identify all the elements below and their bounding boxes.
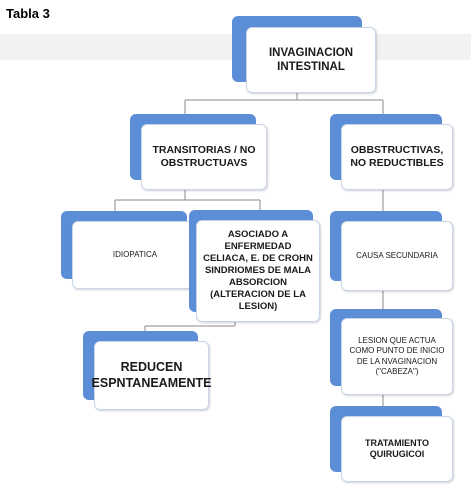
connector-root-children (184, 92, 384, 117)
tratamiento-node: TRATAMIENTO QUIRUGICOI (341, 416, 453, 482)
reducen-node: REDUCEN ESPNTANEAMENTE (92, 341, 211, 410)
causa-node: CAUSA SECUNDARIA (341, 221, 453, 291)
table-label: Tabla 3 (6, 6, 50, 21)
idiopatica-node: IDIOPATICA (72, 221, 198, 289)
lesion-node: LESION QUE ACTUA COMO PUNTO DE INICIO DE… (341, 318, 453, 395)
root-node: INVAGINACION INTESTINAL (246, 27, 376, 93)
asociado-node: ASOCIADO A ENFERMEDAD CELIACA, E. DE CRO… (196, 220, 320, 322)
obstructivas-node: OBBSTRUCTIVAS, NO REDUCTIBLES (341, 124, 453, 190)
transitorias-node: TRANSITORIAS / NO OBSTRUCTUAVS (141, 124, 267, 190)
connector-transitorias-children (114, 190, 261, 212)
